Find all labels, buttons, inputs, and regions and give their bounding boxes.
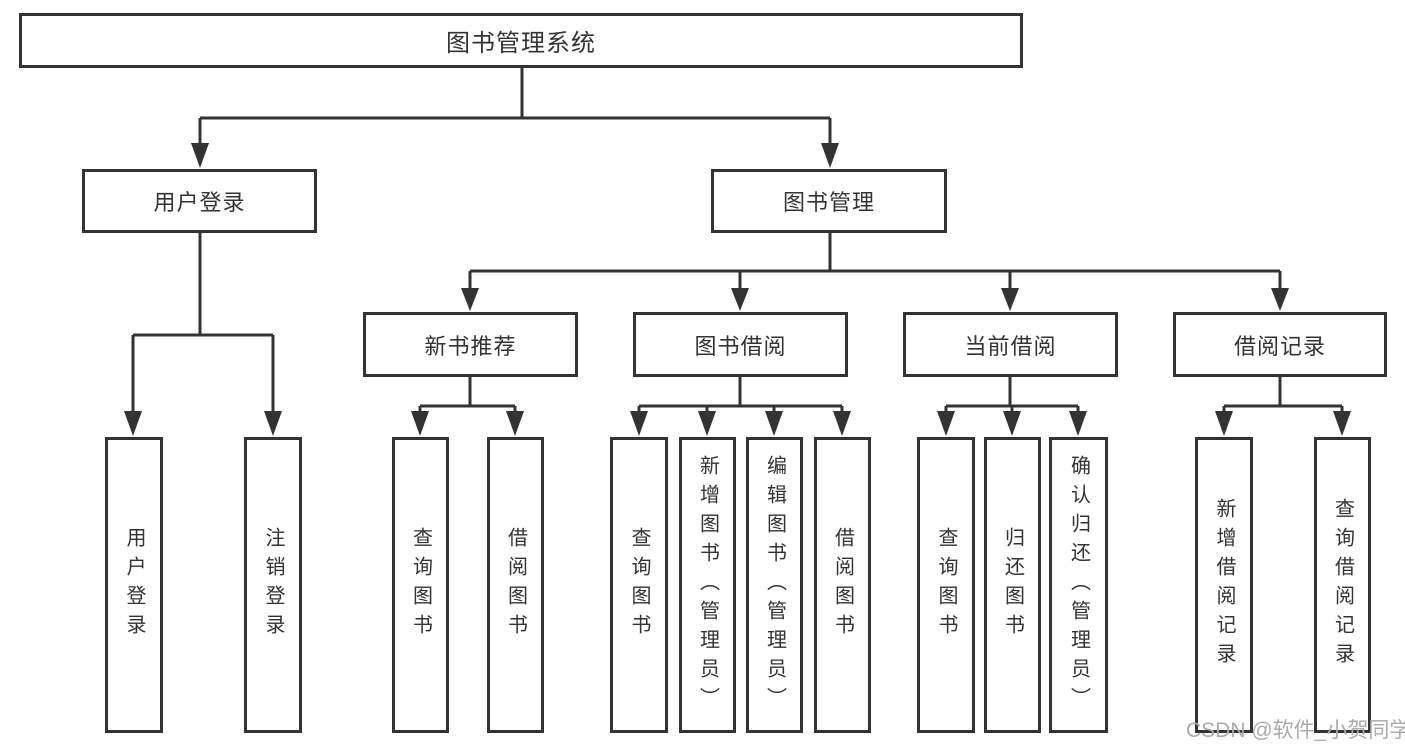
arrowhead — [937, 411, 955, 436]
node-label: 当前借阅 — [964, 333, 1057, 359]
leaf-borrow-books-2: 借阅图书 — [814, 437, 871, 733]
arrowhead — [1215, 411, 1233, 436]
arrowhead — [1003, 411, 1021, 436]
arrowhead — [124, 411, 142, 436]
connector-user-login-children — [124, 233, 282, 436]
leaf-query-books-1: 查询图书 — [392, 437, 449, 733]
leaf-return-book: 归还图书 — [984, 437, 1041, 733]
arrowhead — [821, 143, 839, 168]
node-label: 新书推荐 — [424, 333, 517, 359]
node-label: 归还图书 — [1001, 527, 1024, 643]
arrowhead — [731, 288, 749, 311]
node-label: 查询图书 — [628, 527, 650, 643]
arrowhead — [1271, 288, 1289, 311]
node-label: 图书管理 — [782, 190, 875, 215]
connector-current-borrow-children — [937, 377, 1087, 436]
connector-book-mgmt-children — [461, 233, 1289, 311]
node-label: 图书借阅 — [694, 333, 787, 359]
arrowhead — [461, 288, 479, 311]
node-new-book-recommend: 新书推荐 — [363, 312, 578, 377]
leaf-logout: 注销登录 — [244, 437, 302, 733]
node-user-login: 用户登录 — [82, 169, 317, 233]
node-label: 新增借阅记录 — [1213, 498, 1235, 672]
arrowhead — [1069, 411, 1087, 436]
node-label: 新增图书（管理员） — [696, 454, 719, 716]
leaf-confirm-return-admin: 确认归还（管理员） — [1049, 437, 1108, 733]
leaf-borrow-books-1: 借阅图书 — [487, 437, 544, 733]
node-current-borrow: 当前借阅 — [903, 312, 1118, 377]
node-borrow-record: 借阅记录 — [1173, 312, 1387, 377]
node-label: 查询图书 — [935, 527, 957, 643]
leaf-query-borrow-record: 查询借阅记录 — [1314, 437, 1371, 733]
leaf-add-book-admin: 新增图书（管理员） — [679, 437, 736, 733]
connector-root-to-level2 — [191, 68, 839, 168]
connector-book-borrow-children — [630, 377, 851, 436]
arrowhead — [698, 411, 716, 436]
node-label: 查询图书 — [409, 527, 432, 643]
node-label: 用户登录 — [153, 190, 246, 215]
node-label: 用户登录 — [123, 527, 145, 643]
connector-new-book-children — [411, 377, 524, 436]
arrowhead — [264, 411, 282, 436]
node-label: 编辑图书（管理员） — [763, 454, 786, 716]
node-label: 图书管理系统 — [446, 30, 596, 57]
arrowhead — [191, 143, 209, 168]
leaf-query-books-3: 查询图书 — [917, 437, 975, 733]
node-book-borrow: 图书借阅 — [633, 312, 848, 377]
arrowhead — [833, 411, 851, 436]
node-label: 查询借阅记录 — [1331, 498, 1354, 672]
node-label: 借阅记录 — [1233, 333, 1326, 359]
arrowhead — [411, 411, 429, 436]
node-library-system: 图书管理系统 — [19, 13, 1023, 68]
leaf-query-books-2: 查询图书 — [610, 437, 668, 733]
arrowhead — [1001, 288, 1019, 311]
arrowhead — [506, 411, 524, 436]
arrowhead — [765, 411, 783, 436]
leaf-edit-book-admin: 编辑图书（管理员） — [746, 437, 803, 733]
node-label: 确认归还（管理员） — [1067, 454, 1090, 716]
arrowhead — [630, 411, 648, 436]
arrowhead — [1333, 411, 1351, 436]
node-book-management: 图书管理 — [711, 169, 947, 233]
node-label: 借阅图书 — [831, 527, 854, 643]
node-label: 注销登录 — [262, 527, 284, 643]
leaf-user-login: 用户登录 — [105, 437, 163, 733]
node-label: 借阅图书 — [504, 527, 527, 643]
csdn-watermark: CSDN @软件_小贺同学 — [1186, 719, 1405, 742]
connector-borrow-record-children — [1215, 377, 1351, 436]
leaf-add-borrow-record: 新增借阅记录 — [1195, 437, 1253, 733]
